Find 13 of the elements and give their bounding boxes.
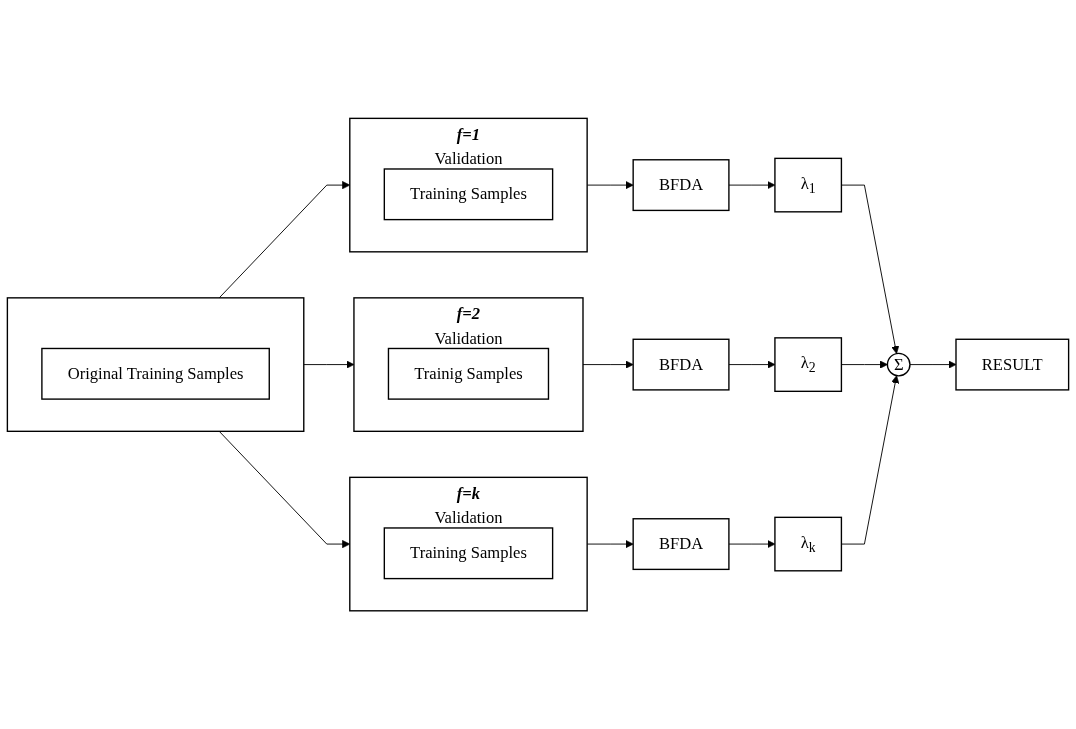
node-box: Trainig Samples [387,347,550,400]
cluster [6,297,305,432]
node-box: RESULT [955,338,1070,391]
node-box: Training Samples [383,527,554,580]
node-box: λ$_{k}$ [774,516,843,572]
node-box: λ$_{2}$ [774,337,843,392]
node-circle: Σ [886,352,911,377]
node-box: BFDA [632,517,730,570]
node-box: Training Samples [383,168,554,221]
node-box: λ$_{1}$ [774,157,843,213]
node-box: BFDA [632,338,730,391]
node-box: BFDA [632,159,730,211]
node-box: Original Training Samples [41,347,270,400]
